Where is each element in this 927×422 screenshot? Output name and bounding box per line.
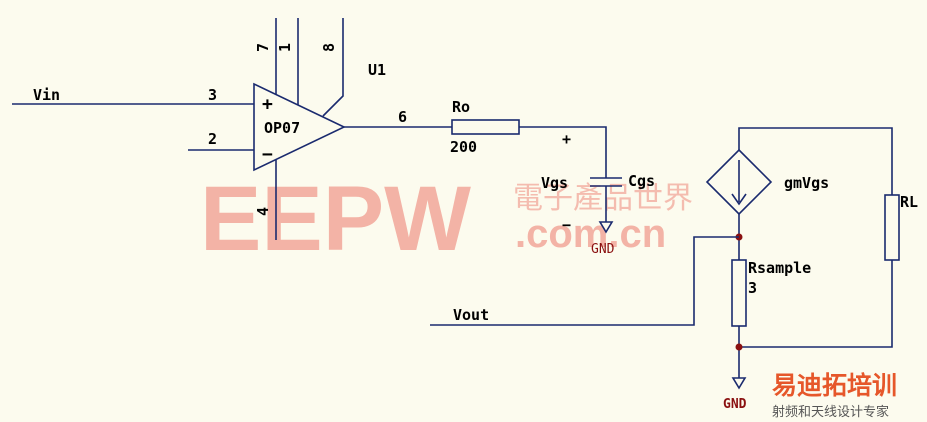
label-ro: Ro <box>452 98 470 116</box>
gmvgs-arrow-head <box>731 193 747 206</box>
junction-bottom <box>735 343 743 351</box>
label-opamp-minus: − <box>262 144 273 165</box>
eepw-watermark: EEPW .com.cn 電子產品世界 <box>200 168 693 270</box>
pin8-wire <box>322 18 344 117</box>
label-pin3: 3 <box>208 86 217 104</box>
label-gnd-1: GND <box>591 242 615 257</box>
label-rl: RL <box>900 193 918 211</box>
label-pin8: 8 <box>320 43 338 52</box>
label-pin1: 1 <box>276 43 294 52</box>
rsample-resistor <box>731 259 747 327</box>
label-rsample: Rsample <box>748 259 811 277</box>
label-cgs-minus: − <box>562 216 571 234</box>
label-cgs-plus: + <box>562 130 571 148</box>
logo-main-text: 易迪拓培训 <box>772 371 897 400</box>
opamp-body <box>253 82 346 172</box>
rl-top-wire <box>738 127 893 195</box>
watermark-chinese: 電子產品世界 <box>513 181 693 216</box>
label-opamp: OP07 <box>264 119 300 137</box>
ro-resistor <box>451 119 520 135</box>
gnd-symbol-1 <box>598 221 614 234</box>
watermark-domain: .com.cn <box>515 212 666 256</box>
logo-sub-text: 射频和天线设计专家 <box>772 404 889 420</box>
label-vgs: Vgs <box>541 174 568 192</box>
label-pin4: 4 <box>254 207 272 216</box>
label-pin7: 7 <box>254 43 272 52</box>
rl-resistor <box>884 194 900 261</box>
rl-bottom-wire <box>739 260 893 348</box>
label-cgs: Cgs <box>628 172 655 190</box>
label-u1: U1 <box>368 61 386 79</box>
gnd-symbol-2 <box>731 377 747 390</box>
label-rsample-value: 3 <box>748 279 757 297</box>
label-pin6: 6 <box>398 108 407 126</box>
vout-wire <box>430 236 739 326</box>
label-pin2: 2 <box>208 130 217 148</box>
label-vout: Vout <box>453 306 489 324</box>
label-opamp-plus: + <box>262 94 273 115</box>
label-gnd-2: GND <box>723 397 747 412</box>
watermark-brand: EEPW <box>200 168 471 270</box>
ro-to-cgs-wire <box>519 126 607 178</box>
edatop-logo: 易迪拓培训 射频和天线设计专家 <box>772 371 897 420</box>
label-ro-value: 200 <box>450 138 477 156</box>
label-gmvgs: gmVgs <box>784 174 829 192</box>
label-vin: Vin <box>33 86 60 104</box>
